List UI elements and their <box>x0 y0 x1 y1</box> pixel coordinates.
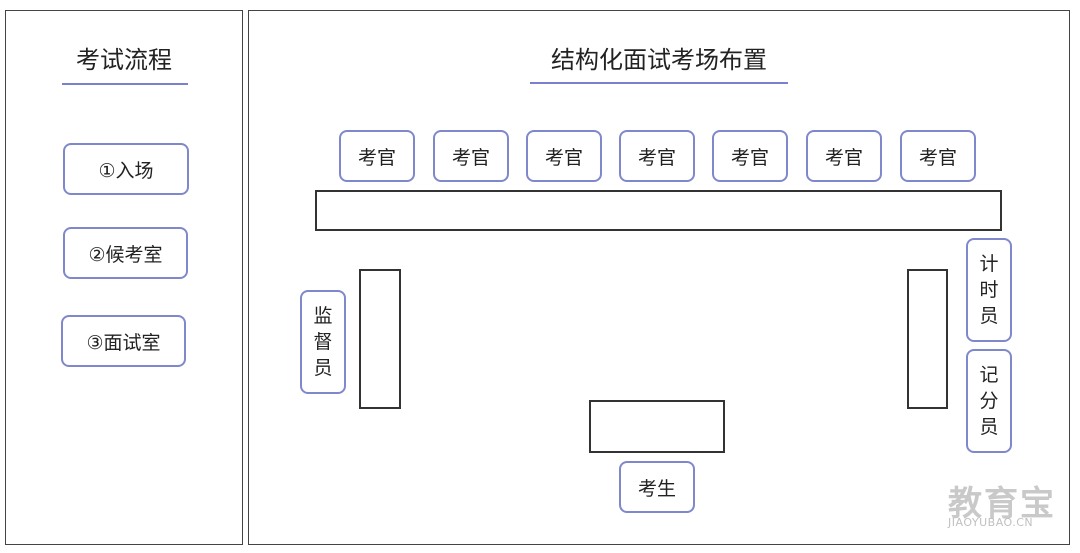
examiner-3: 考官 <box>526 130 602 182</box>
watermark-logo: 教育宝 <box>948 484 1056 524</box>
staff-desk <box>907 269 948 409</box>
supervisor-desk <box>359 269 401 409</box>
timekeeper-char-1: 计 <box>979 253 999 275</box>
step-enter: ①入场 <box>63 143 189 195</box>
layout-title: 结构化面试考场布置 <box>551 46 767 74</box>
supervisor-char-3: 员 <box>313 357 333 379</box>
examiner-1: 考官 <box>339 130 415 182</box>
timekeeper-char-3: 员 <box>979 305 999 327</box>
scorekeeper-label: 记 分 员 <box>966 349 1012 453</box>
examiner-table <box>315 190 1002 231</box>
scorekeeper-char-3: 员 <box>979 416 999 438</box>
timekeeper-label: 计 时 员 <box>966 238 1012 342</box>
examiner-6: 考官 <box>806 130 882 182</box>
flow-title: 考试流程 <box>76 46 172 74</box>
supervisor-char-1: 监 <box>313 305 333 327</box>
timekeeper-char-2: 时 <box>979 279 999 301</box>
scorekeeper-char-2: 分 <box>979 390 999 412</box>
candidate-label: 考生 <box>619 461 695 513</box>
scorekeeper-char-1: 记 <box>979 364 999 386</box>
candidate-desk <box>589 400 725 453</box>
examiner-7: 考官 <box>900 130 976 182</box>
examiner-2: 考官 <box>433 130 509 182</box>
flow-title-underline <box>62 83 188 85</box>
supervisor-char-2: 督 <box>313 331 333 353</box>
supervisor-label: 监 督 员 <box>300 290 346 394</box>
step-waiting-room: ②候考室 <box>63 227 188 279</box>
layout-title-underline <box>530 82 788 84</box>
watermark-url: JIAOYUBAO.CN <box>948 516 1034 529</box>
examiner-4: 考官 <box>619 130 695 182</box>
step-interview-room: ③面试室 <box>61 315 186 367</box>
examiner-5: 考官 <box>712 130 788 182</box>
